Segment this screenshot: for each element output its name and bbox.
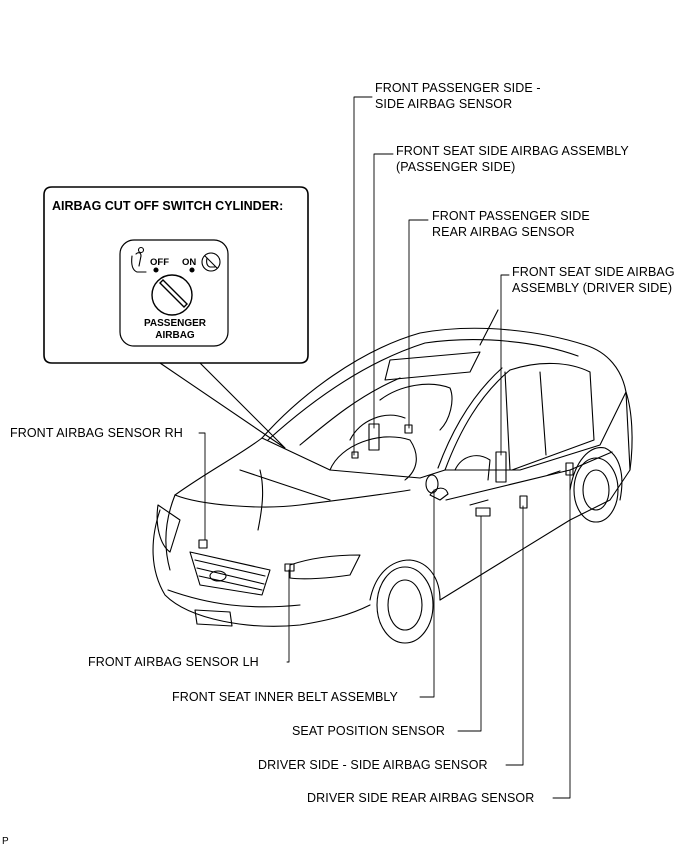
inset-box — [43, 186, 309, 449]
sensor-driver-side — [519, 495, 528, 509]
switch-caption: PASSENGER AIRBAG — [130, 318, 220, 342]
label-front-passenger-side-rear-airbag-sensor: FRONT PASSENGER SIDE REAR AIRBAG SENSOR — [432, 208, 590, 240]
switch-caption-line1: PASSENGER — [143, 318, 207, 329]
seat-airbag-off-icon — [131, 246, 147, 273]
sensor-passenger-rear — [404, 424, 413, 434]
seat-airbag-driver — [495, 451, 507, 483]
key-slot-icon — [151, 274, 193, 316]
label-front-seat-side-airbag-assembly-driver: FRONT SEAT SIDE AIRBAG ASSEMBLY (DRIVER … — [512, 264, 675, 296]
label-line: SIDE AIRBAG SENSOR — [375, 97, 513, 111]
label-line: (PASSENGER SIDE) — [396, 160, 516, 174]
on-label: ON — [182, 257, 197, 268]
label-driver-side-rear-airbag-sensor: DRIVER SIDE REAR AIRBAG SENSOR — [307, 791, 535, 805]
switch-caption-line2: AIRBAG — [155, 330, 195, 341]
label-line: FRONT SEAT SIDE AIRBAG — [512, 265, 675, 279]
off-label: OFF — [150, 257, 169, 268]
sensor-driver-rear — [565, 462, 574, 476]
label-front-airbag-sensor-rh: FRONT AIRBAG SENSOR RH — [10, 426, 183, 440]
label-line: FRONT PASSENGER SIDE - — [375, 81, 541, 95]
sensor-front-lh — [284, 563, 295, 572]
label-line: REAR AIRBAG SENSOR — [432, 225, 575, 239]
label-seat-position-sensor: SEAT POSITION SENSOR — [292, 724, 445, 738]
sensor-seat-position — [475, 507, 491, 517]
car-outline — [152, 309, 633, 644]
label-line: ASSEMBLY (DRIVER SIDE) — [512, 281, 673, 295]
sensor-front-rh — [198, 539, 208, 549]
switch-panel — [119, 239, 229, 347]
label-line: FRONT SEAT SIDE AIRBAG ASSEMBLY — [396, 144, 629, 158]
label-front-passenger-side-side-airbag-sensor: FRONT PASSENGER SIDE - SIDE AIRBAG SENSO… — [375, 80, 541, 112]
inset-title: AIRBAG CUT OFF SWITCH CYLINDER: — [52, 199, 284, 213]
seat-airbag-on-icon — [201, 252, 221, 272]
leader-lines — [198, 96, 571, 799]
label-line: FRONT PASSENGER SIDE — [432, 209, 590, 223]
label-front-airbag-sensor-lh: FRONT AIRBAG SENSOR LH — [88, 655, 259, 669]
sensor-passenger-side — [351, 451, 359, 459]
airbag-sensors — [198, 423, 574, 572]
figure-code: P — [2, 836, 9, 847]
label-driver-side-side-airbag-sensor: DRIVER SIDE - SIDE AIRBAG SENSOR — [258, 758, 488, 772]
label-front-seat-inner-belt-assembly: FRONT SEAT INNER BELT ASSEMBLY — [172, 690, 398, 704]
label-front-seat-side-airbag-assembly-passenger: FRONT SEAT SIDE AIRBAG ASSEMBLY (PASSENG… — [396, 143, 629, 175]
